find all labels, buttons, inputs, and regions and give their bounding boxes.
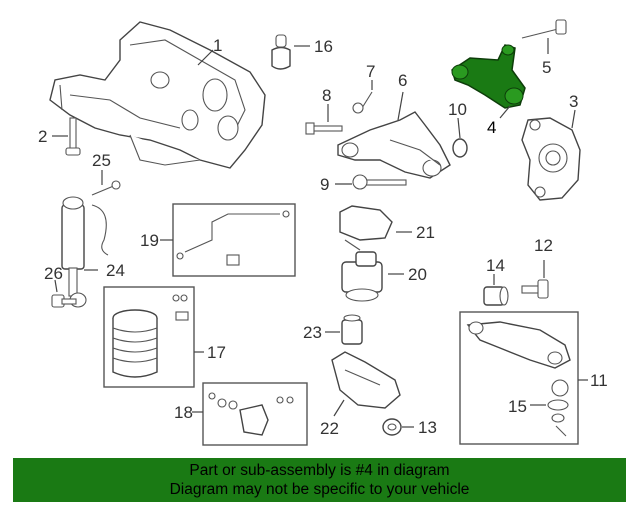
part-23-sensor <box>341 314 363 345</box>
part-11-box <box>459 311 579 445</box>
callout-1: 1 <box>213 36 222 55</box>
callout-4: 4 <box>487 118 496 137</box>
part-13-bushing <box>382 418 402 436</box>
callout-9: 9 <box>320 175 329 194</box>
part-21-bracket <box>339 205 393 251</box>
callout-2: 2 <box>38 127 47 146</box>
part-1-crossmember <box>49 21 266 169</box>
callout-19: 19 <box>140 231 159 250</box>
part-6-lower-control-arm <box>337 111 451 179</box>
part-22-skid-shield <box>331 351 401 409</box>
part-17-box <box>103 286 195 388</box>
info-banner-line-1: Part or sub-assembly is #4 in diagram <box>189 462 450 479</box>
callout-7: 7 <box>366 62 375 81</box>
leader-line-3 <box>571 109 576 129</box>
callout-5: 5 <box>542 58 551 77</box>
leader-line-4 <box>499 105 511 119</box>
callout-12: 12 <box>534 236 553 255</box>
suspension-exploded-diagram: 1 2 16 7 8 6 9 10 <box>38 19 608 446</box>
callout-14: 14 <box>486 256 505 275</box>
leader-line-1 <box>197 49 214 66</box>
part-19-hose-assembly <box>176 210 290 266</box>
callout-11: 11 <box>590 371 608 390</box>
part-11-lower-arm-assembly <box>466 321 571 437</box>
part-18-hardware-kit <box>208 392 294 436</box>
part-16-bump-stop <box>271 34 291 70</box>
callout-24: 24 <box>106 261 125 280</box>
part-4-upper-control-arm <box>451 44 526 109</box>
callout-18: 18 <box>174 403 193 422</box>
callout-10: 10 <box>448 100 467 119</box>
part-9-cam-bolt <box>352 174 407 190</box>
part-20-compressor <box>341 251 383 302</box>
part-5-bolt <box>521 19 567 39</box>
callout-21: 21 <box>416 223 435 242</box>
part-10-bushing <box>452 138 468 158</box>
callout-15: 15 <box>508 397 527 416</box>
leader-line-10 <box>457 117 461 139</box>
callout-6: 6 <box>398 71 407 90</box>
part-7-bolt <box>352 91 373 114</box>
info-banner: Part or sub-assembly is #4 in diagram Di… <box>13 458 626 502</box>
part-25-bolt <box>91 180 121 196</box>
part-18-box <box>202 382 308 446</box>
leader-line-22 <box>333 399 345 417</box>
part-8-bolt <box>305 122 343 135</box>
callout-17: 17 <box>207 343 226 362</box>
part-24-shock-absorber <box>61 196 109 308</box>
callout-20: 20 <box>408 265 427 284</box>
callout-13: 13 <box>418 418 437 437</box>
callout-22: 22 <box>320 419 339 438</box>
callout-16: 16 <box>314 37 333 56</box>
part-17-air-spring <box>112 294 189 378</box>
part-26-bolt <box>51 294 77 308</box>
leader-line-6 <box>397 91 404 121</box>
part-3-steering-knuckle <box>521 117 581 201</box>
callout-8: 8 <box>322 86 331 105</box>
callout-25: 25 <box>92 151 111 170</box>
part-14-bushing <box>483 286 509 306</box>
part-2-bolt <box>65 117 81 156</box>
part-12-bolt <box>521 279 549 299</box>
callout-26: 26 <box>44 264 63 283</box>
leader-line-26 <box>54 279 58 293</box>
callout-23: 23 <box>303 323 322 342</box>
callout-3: 3 <box>569 92 578 111</box>
info-banner-line-2: Diagram may not be specific to your vehi… <box>169 481 470 498</box>
